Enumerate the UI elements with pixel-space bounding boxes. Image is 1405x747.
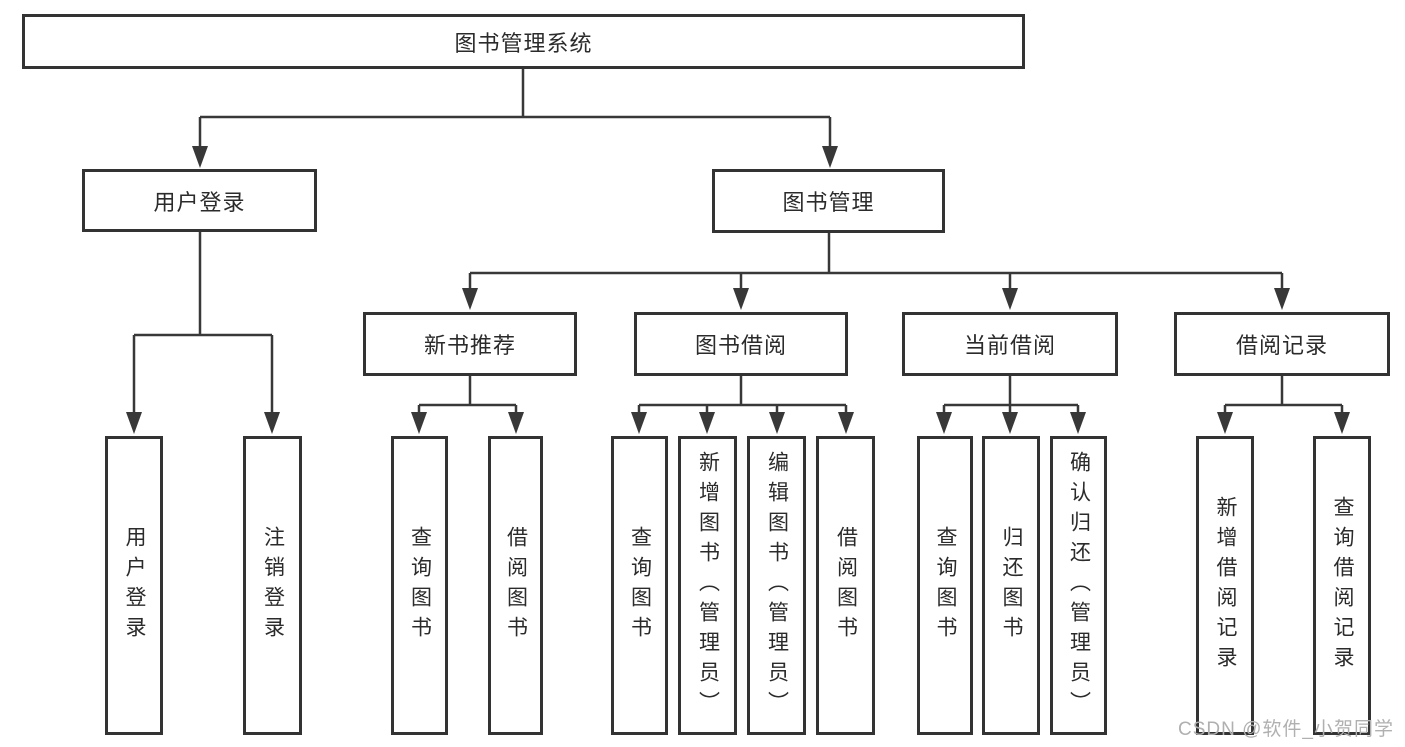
node-label: 新书推荐 xyxy=(423,333,516,358)
arrowhead xyxy=(838,412,854,434)
arrowhead xyxy=(631,412,647,434)
node-borrow-books-1: 借阅图书 xyxy=(488,436,543,735)
arrowhead xyxy=(936,412,952,434)
connector-newbook-bracket xyxy=(417,376,518,416)
connector-records-bracket xyxy=(1223,376,1344,416)
node-label: 查询图书 xyxy=(934,525,957,646)
node-logout: 注销登录 xyxy=(243,436,302,735)
csdn-watermark: CSDN @软件_小贺同学 xyxy=(1178,719,1394,740)
arrowhead xyxy=(411,412,427,434)
node-label: 用户登录 xyxy=(153,189,246,215)
arrowhead xyxy=(1334,412,1350,434)
node-user-login-leaf: 用户登录 xyxy=(105,436,163,735)
node-label: 编辑图书（管理员） xyxy=(765,450,789,721)
node-user-login: 用户登录 xyxy=(82,169,317,232)
arrowhead xyxy=(126,412,142,434)
connector-root-bracket xyxy=(198,69,832,150)
node-add-borrow-record: 新增借阅记录 xyxy=(1196,436,1254,735)
node-library-system: 图书管理系统 xyxy=(22,14,1025,69)
node-query-books-2: 查询图书 xyxy=(611,436,668,735)
node-label: 查询图书 xyxy=(628,525,652,646)
node-borrow-books-2: 借阅图书 xyxy=(816,436,875,735)
connector-bookmgmt-bracket xyxy=(468,233,1284,292)
node-label: 当前借阅 xyxy=(963,333,1056,358)
node-label: 新增借阅记录 xyxy=(1214,495,1237,676)
node-return-books: 归还图书 xyxy=(982,436,1040,735)
arrowhead xyxy=(1002,288,1018,310)
connector-userlogin-bracket xyxy=(132,232,274,416)
node-label: 图书借阅 xyxy=(694,333,787,358)
arrowhead xyxy=(1002,412,1018,434)
arrowhead xyxy=(508,412,524,434)
arrowhead xyxy=(733,288,749,310)
arrowhead xyxy=(1070,412,1086,434)
node-label: 注销登录 xyxy=(261,525,285,646)
node-edit-books-admin: 编辑图书（管理员） xyxy=(747,436,806,735)
node-label: 图书管理系统 xyxy=(454,30,593,56)
arrowhead xyxy=(264,412,280,434)
node-label: 借阅图书 xyxy=(834,525,858,646)
node-add-books-admin: 新增图书（管理员） xyxy=(678,436,737,735)
arrowhead xyxy=(1217,412,1233,434)
node-label: 新增图书（管理员） xyxy=(696,450,720,721)
connector-borrow-bracket xyxy=(637,376,848,416)
node-label: 借阅记录 xyxy=(1235,333,1328,358)
node-label: 确认归还（管理员） xyxy=(1067,450,1091,721)
arrowhead xyxy=(1274,288,1290,310)
arrowhead xyxy=(699,412,715,434)
arrowhead xyxy=(192,146,208,168)
node-query-books-1: 查询图书 xyxy=(391,436,448,735)
node-label: 借阅图书 xyxy=(504,525,528,646)
node-label: 归还图书 xyxy=(1000,525,1023,646)
node-confirm-return-admin: 确认归还（管理员） xyxy=(1050,436,1107,735)
node-label: 查询图书 xyxy=(408,525,432,646)
node-book-borrowing: 图书借阅 xyxy=(634,312,848,376)
arrowhead xyxy=(822,146,838,168)
node-new-book-recommendation: 新书推荐 xyxy=(363,312,577,376)
node-query-books-3: 查询图书 xyxy=(917,436,973,735)
arrowhead xyxy=(462,288,478,310)
connector-current-bracket xyxy=(942,376,1080,416)
arrowhead xyxy=(769,412,785,434)
node-label: 图书管理 xyxy=(782,190,875,215)
node-label: 用户登录 xyxy=(123,525,146,646)
node-query-borrow-record: 查询借阅记录 xyxy=(1313,436,1371,735)
node-book-management: 图书管理 xyxy=(712,169,945,233)
node-label: 查询借阅记录 xyxy=(1331,495,1354,676)
node-current-borrowing: 当前借阅 xyxy=(902,312,1118,376)
node-borrowing-records: 借阅记录 xyxy=(1174,312,1390,376)
